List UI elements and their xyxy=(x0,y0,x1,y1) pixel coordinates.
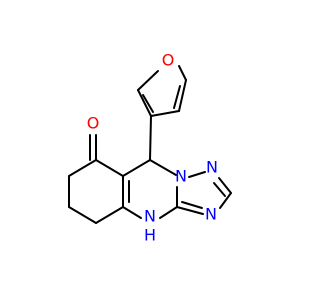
atom-h-on-n: H xyxy=(144,226,156,245)
bond-furan-c4-c3 xyxy=(150,110,180,117)
atom-labels: O O N N N N H xyxy=(87,51,218,245)
bond-c8a-c8 xyxy=(95,159,124,177)
atom-n-right: N xyxy=(205,205,217,224)
bond-c8-c7 xyxy=(68,159,97,177)
bond-c5-c4a xyxy=(95,206,124,224)
bonds xyxy=(68,65,232,224)
structure-diagram: O O N N N N H xyxy=(68,51,232,245)
bond-c6-c5 xyxy=(68,206,97,224)
bond-n-right-c3a-double xyxy=(181,201,203,209)
bond-c2-n-right xyxy=(219,192,232,209)
bond-c9-n-bridge xyxy=(149,159,177,176)
atom-o-furan: O xyxy=(162,51,175,70)
bond-nh-c3a xyxy=(159,206,178,219)
atom-o-ketone: O xyxy=(87,114,100,133)
bond-n-right-c3a xyxy=(176,206,204,215)
bond-furan-c2-c3-double xyxy=(142,94,154,113)
atom-n-bridge: N xyxy=(175,167,187,186)
atom-n-lower-left: N xyxy=(144,207,156,226)
bond-n-bridge-n-upper xyxy=(188,171,206,178)
atom-n-upper: N xyxy=(206,158,218,177)
bond-furan-c5-c4 xyxy=(178,79,187,112)
bond-n-upper-c2-double xyxy=(213,182,226,197)
bond-c9-furan xyxy=(149,115,152,161)
bond-furan-c5-c4-double xyxy=(173,85,181,109)
molecule-drawing: O O N N N N H xyxy=(68,51,232,245)
bond-furan-c3-c2 xyxy=(137,89,152,117)
bond-furan-c2-o xyxy=(137,70,159,91)
bond-c9-c8a xyxy=(122,159,151,177)
bond-c4a-nh xyxy=(122,206,142,219)
bond-furan-o-c5 xyxy=(178,65,187,81)
bond-n-upper-c2 xyxy=(218,177,232,194)
